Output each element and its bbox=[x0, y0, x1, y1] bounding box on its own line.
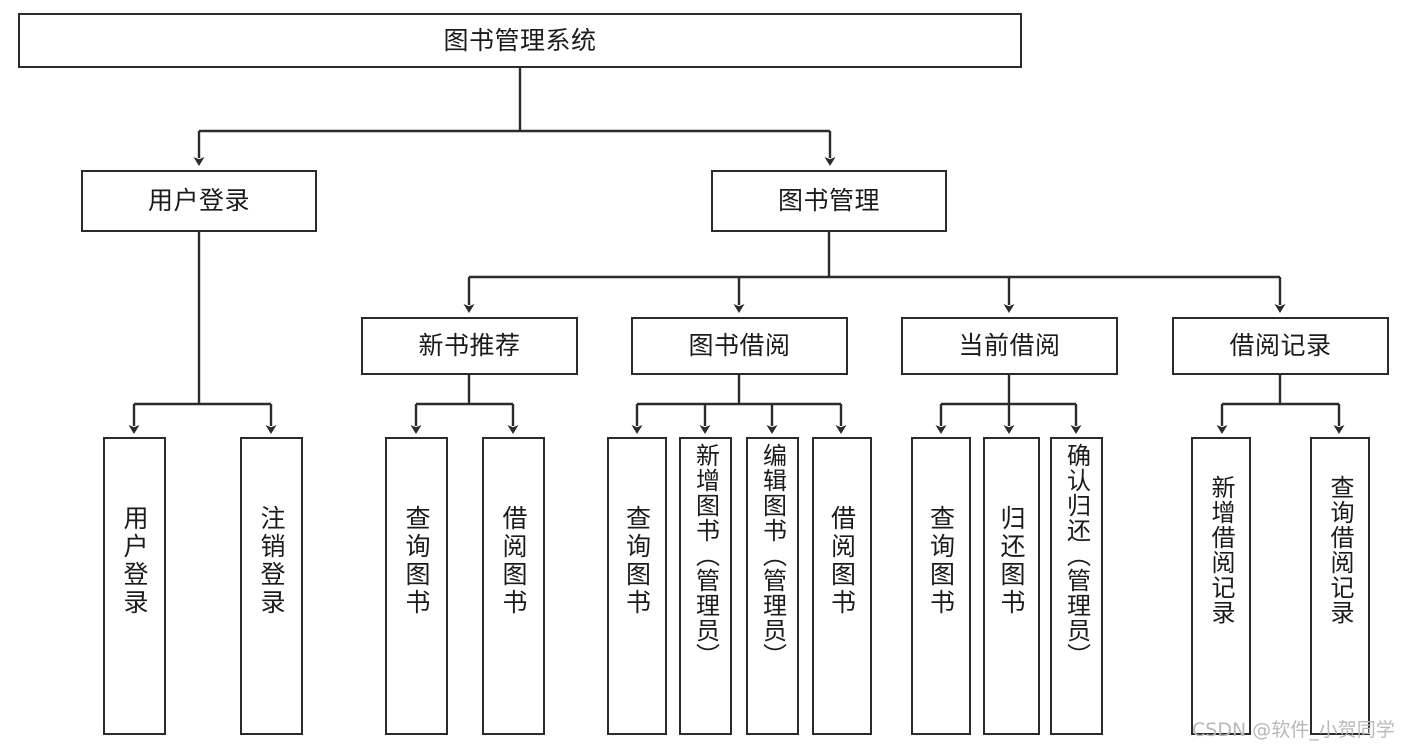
node-label: 新增借阅记录 bbox=[1207, 475, 1235, 625]
node-label: 编辑图书（管理员） bbox=[758, 443, 787, 668]
node-book-borrow[interactable]: 图书借阅 bbox=[631, 317, 848, 375]
node-label: 当前借阅 bbox=[958, 331, 1061, 360]
node-label: 用户登录 bbox=[120, 505, 149, 617]
leaf-borrow-book[interactable]: 借阅图书 bbox=[812, 437, 872, 735]
node-label: 确认归还（管理员） bbox=[1062, 443, 1091, 668]
node-label: 图书借阅 bbox=[688, 331, 791, 360]
node-label: 借阅图书 bbox=[499, 505, 528, 617]
leaf-confirm-return-admin[interactable]: 确认归还（管理员） bbox=[1050, 437, 1103, 735]
node-label: 图书管理 bbox=[777, 186, 880, 215]
node-new-book-recommend[interactable]: 新书推荐 bbox=[361, 317, 578, 375]
node-label: 新增图书（管理员） bbox=[691, 443, 720, 668]
leaf-query-borrow-record[interactable]: 查询借阅记录 bbox=[1310, 437, 1370, 735]
leaf-query-book-borrow[interactable]: 查询图书 bbox=[607, 437, 667, 735]
leaf-add-book-admin[interactable]: 新增图书（管理员） bbox=[679, 437, 732, 735]
leaf-return-book[interactable]: 归还图书 bbox=[983, 437, 1040, 735]
node-label: 归还图书 bbox=[997, 505, 1026, 617]
leaf-edit-book-admin[interactable]: 编辑图书（管理员） bbox=[746, 437, 799, 735]
leaf-query-book-current[interactable]: 查询图书 bbox=[911, 437, 971, 735]
node-label: 新书推荐 bbox=[418, 331, 521, 360]
node-label: 图书管理系统 bbox=[443, 25, 597, 55]
node-root-book-management-system[interactable]: 图书管理系统 bbox=[18, 13, 1022, 68]
node-current-borrow[interactable]: 当前借阅 bbox=[901, 317, 1118, 375]
node-label: 查询借阅记录 bbox=[1326, 475, 1354, 625]
leaf-borrow-book-recommend[interactable]: 借阅图书 bbox=[482, 437, 545, 735]
node-label: 用户登录 bbox=[147, 186, 250, 215]
node-user-login[interactable]: 用户登录 bbox=[81, 170, 317, 232]
csdn-watermark: CSDN @软件_小贺同学 bbox=[1192, 719, 1395, 741]
leaf-logout[interactable]: 注销登录 bbox=[240, 437, 303, 735]
node-label: 查询图书 bbox=[622, 505, 652, 617]
node-book-management[interactable]: 图书管理 bbox=[711, 170, 947, 232]
node-label: 借阅图书 bbox=[827, 505, 857, 617]
node-borrow-record[interactable]: 借阅记录 bbox=[1172, 317, 1389, 375]
leaf-user-login[interactable]: 用户登录 bbox=[103, 437, 166, 735]
node-label: 查询图书 bbox=[402, 505, 431, 617]
leaf-query-book-recommend[interactable]: 查询图书 bbox=[385, 437, 448, 735]
node-label: 借阅记录 bbox=[1229, 331, 1332, 360]
node-label: 查询图书 bbox=[926, 505, 956, 617]
node-label: 注销登录 bbox=[257, 505, 286, 617]
leaf-add-borrow-record[interactable]: 新增借阅记录 bbox=[1191, 437, 1251, 735]
